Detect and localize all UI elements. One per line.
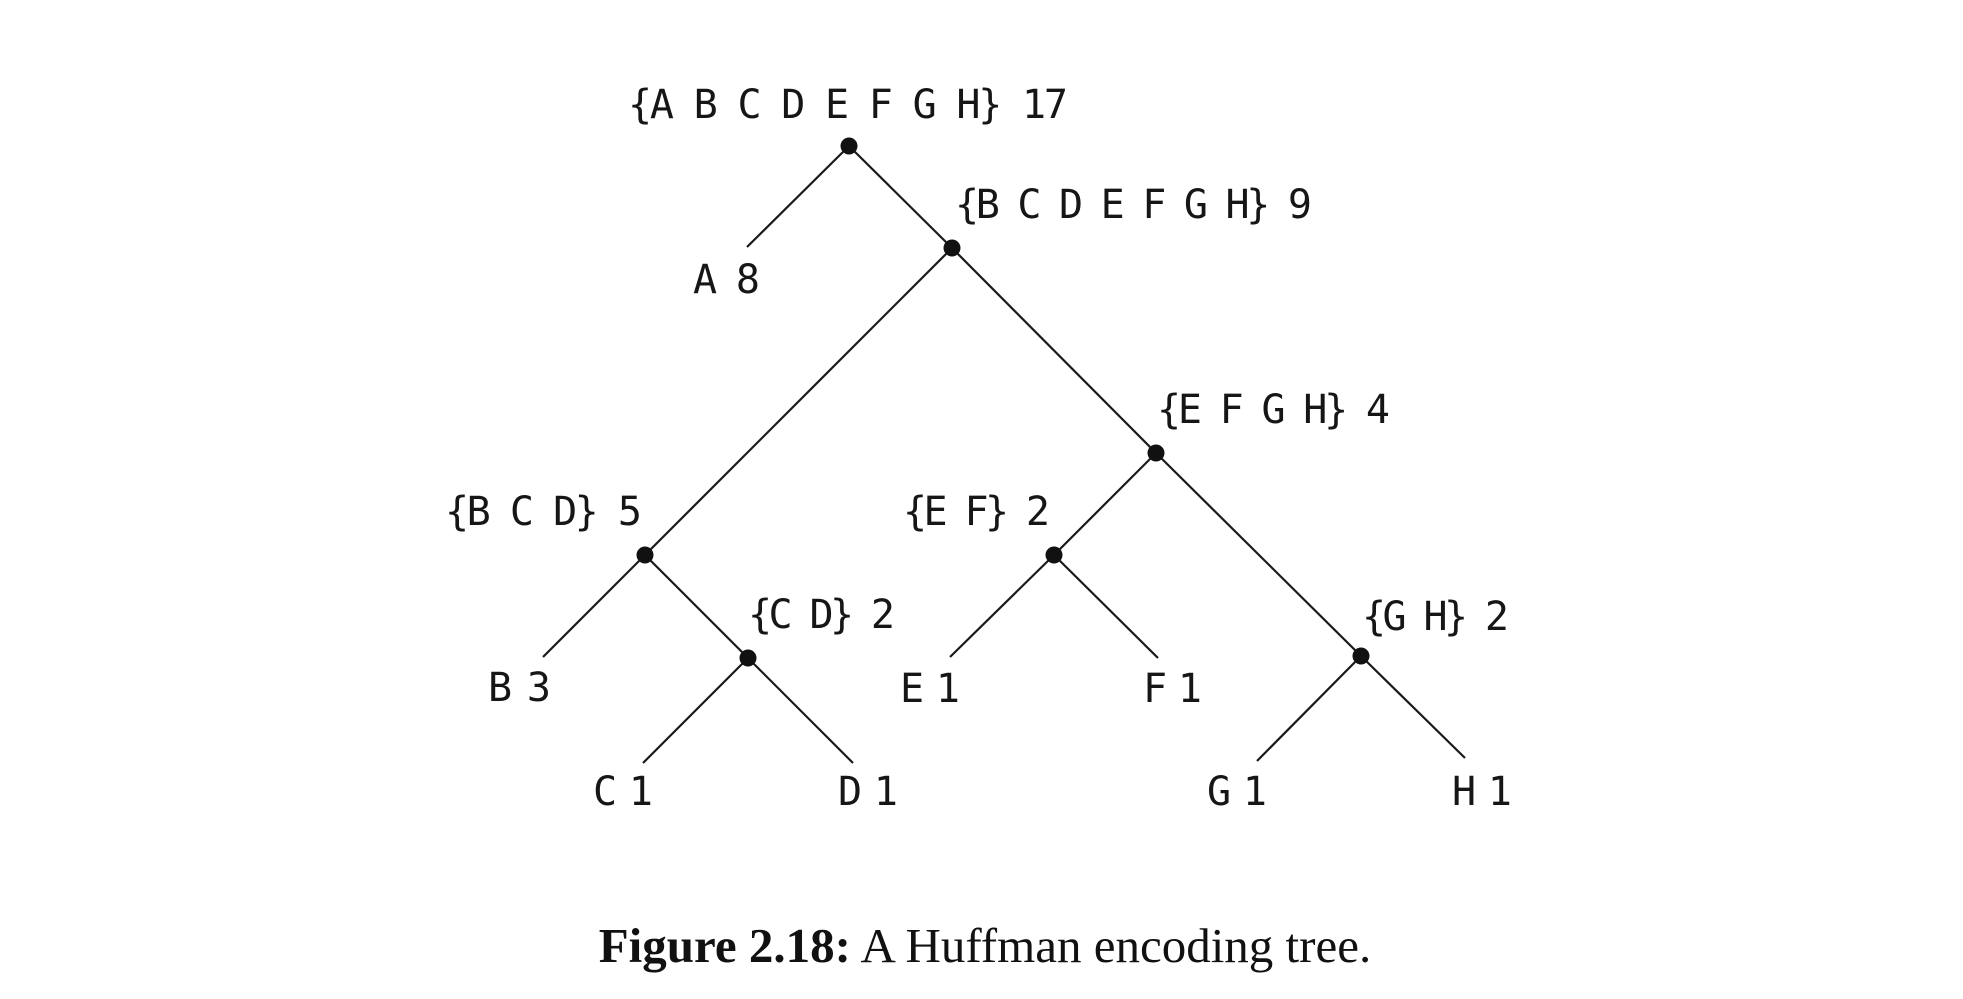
edge-bcdefgh-efgh — [951, 247, 1157, 454]
figure-caption-text: A Huffman encoding tree. — [851, 918, 1371, 973]
edge-gh-h — [1360, 655, 1466, 759]
node-dot-bcd — [636, 546, 654, 564]
edge-gh-g — [1256, 655, 1362, 762]
node-dot-bcdefgh — [943, 239, 961, 257]
leaf-label-d: D 1 — [838, 769, 898, 815]
edge-bcd-b — [542, 554, 646, 658]
node-label-efgh: {E F G H} 4 — [1157, 387, 1390, 433]
leaf-label-f: F 1 — [1143, 666, 1202, 712]
edge-root-a — [746, 145, 850, 248]
edge-efgh-ef — [1053, 452, 1157, 556]
edge-bcdefgh-bcd — [644, 247, 953, 556]
edge-root-bcdefgh — [848, 145, 953, 249]
edge-bcd-cd — [644, 554, 749, 659]
node-label-root: {A B C D E F G H} 17 — [628, 82, 1068, 128]
node-dot-root — [840, 137, 858, 155]
leaf-label-c: C 1 — [593, 769, 653, 815]
node-label-bcdefgh: {B C D E F G H} 9 — [955, 182, 1312, 228]
tree-leaf-labels: A 8 B 3 C 1 D 1 E 1 F 1 G 1 H 1 — [488, 257, 1512, 815]
node-dot-gh — [1352, 647, 1370, 665]
leaf-label-e: E 1 — [900, 666, 960, 712]
leaf-label-g: G 1 — [1207, 769, 1267, 815]
tree-node-labels: {A B C D E F G H} 17 {B C D E F G H} 9 {… — [445, 82, 1509, 640]
leaf-label-b: B 3 — [488, 665, 551, 711]
node-label-cd: {C D} 2 — [748, 592, 895, 638]
node-label-ef: {E F} 2 — [903, 489, 1050, 535]
tree-edges — [542, 145, 1466, 764]
node-dot-ef — [1045, 546, 1063, 564]
leaf-label-a: A 8 — [693, 257, 760, 303]
figure-caption-number: Figure 2.18: — [599, 918, 851, 973]
edge-ef-e — [949, 554, 1055, 658]
tree-node-dots — [636, 137, 1370, 667]
node-label-gh: {G H} 2 — [1362, 594, 1509, 640]
edge-ef-f — [1053, 554, 1159, 659]
node-dot-cd — [739, 649, 757, 667]
edge-cd-d — [747, 657, 854, 764]
node-dot-efgh — [1147, 444, 1165, 462]
node-label-bcd: {B C D} 5 — [445, 489, 642, 535]
edge-cd-c — [642, 657, 749, 764]
figure-caption: Figure 2.18: A Huffman encoding tree. — [599, 918, 1372, 973]
leaf-label-h: H 1 — [1452, 769, 1512, 815]
edge-efgh-gh — [1155, 452, 1362, 657]
